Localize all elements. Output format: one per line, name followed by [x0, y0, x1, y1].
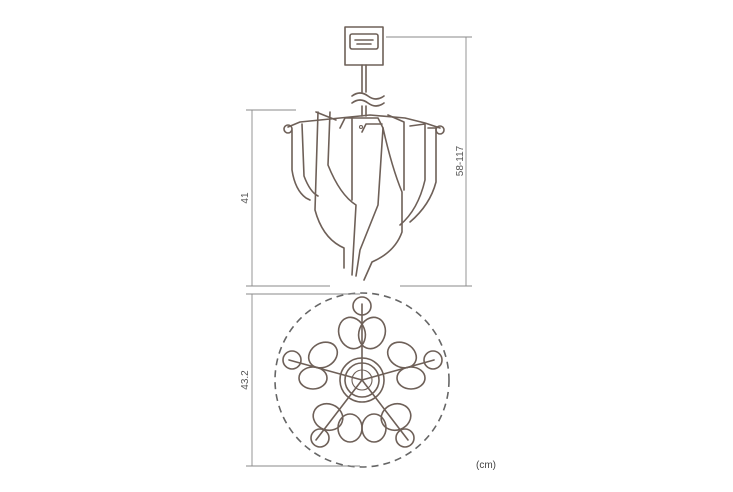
body-height-label: 41 [240, 192, 251, 204]
draped-shade [283, 111, 445, 281]
unit-label: (cm) [476, 460, 496, 471]
side-view [283, 26, 445, 281]
suspension-stem [351, 64, 385, 117]
dimension-body-height: 41 [240, 109, 330, 287]
total-height-label: 58-117 [455, 145, 466, 176]
center-hub [339, 357, 385, 403]
plan-view [274, 292, 450, 468]
ceiling-canopy [344, 26, 384, 66]
dimension-diameter: 43.2 [240, 293, 360, 467]
diameter-outline [274, 292, 450, 468]
dimension-total-height: 58-117 [386, 36, 472, 287]
diameter-label: 43.2 [240, 370, 251, 390]
loop-petals [282, 296, 443, 448]
